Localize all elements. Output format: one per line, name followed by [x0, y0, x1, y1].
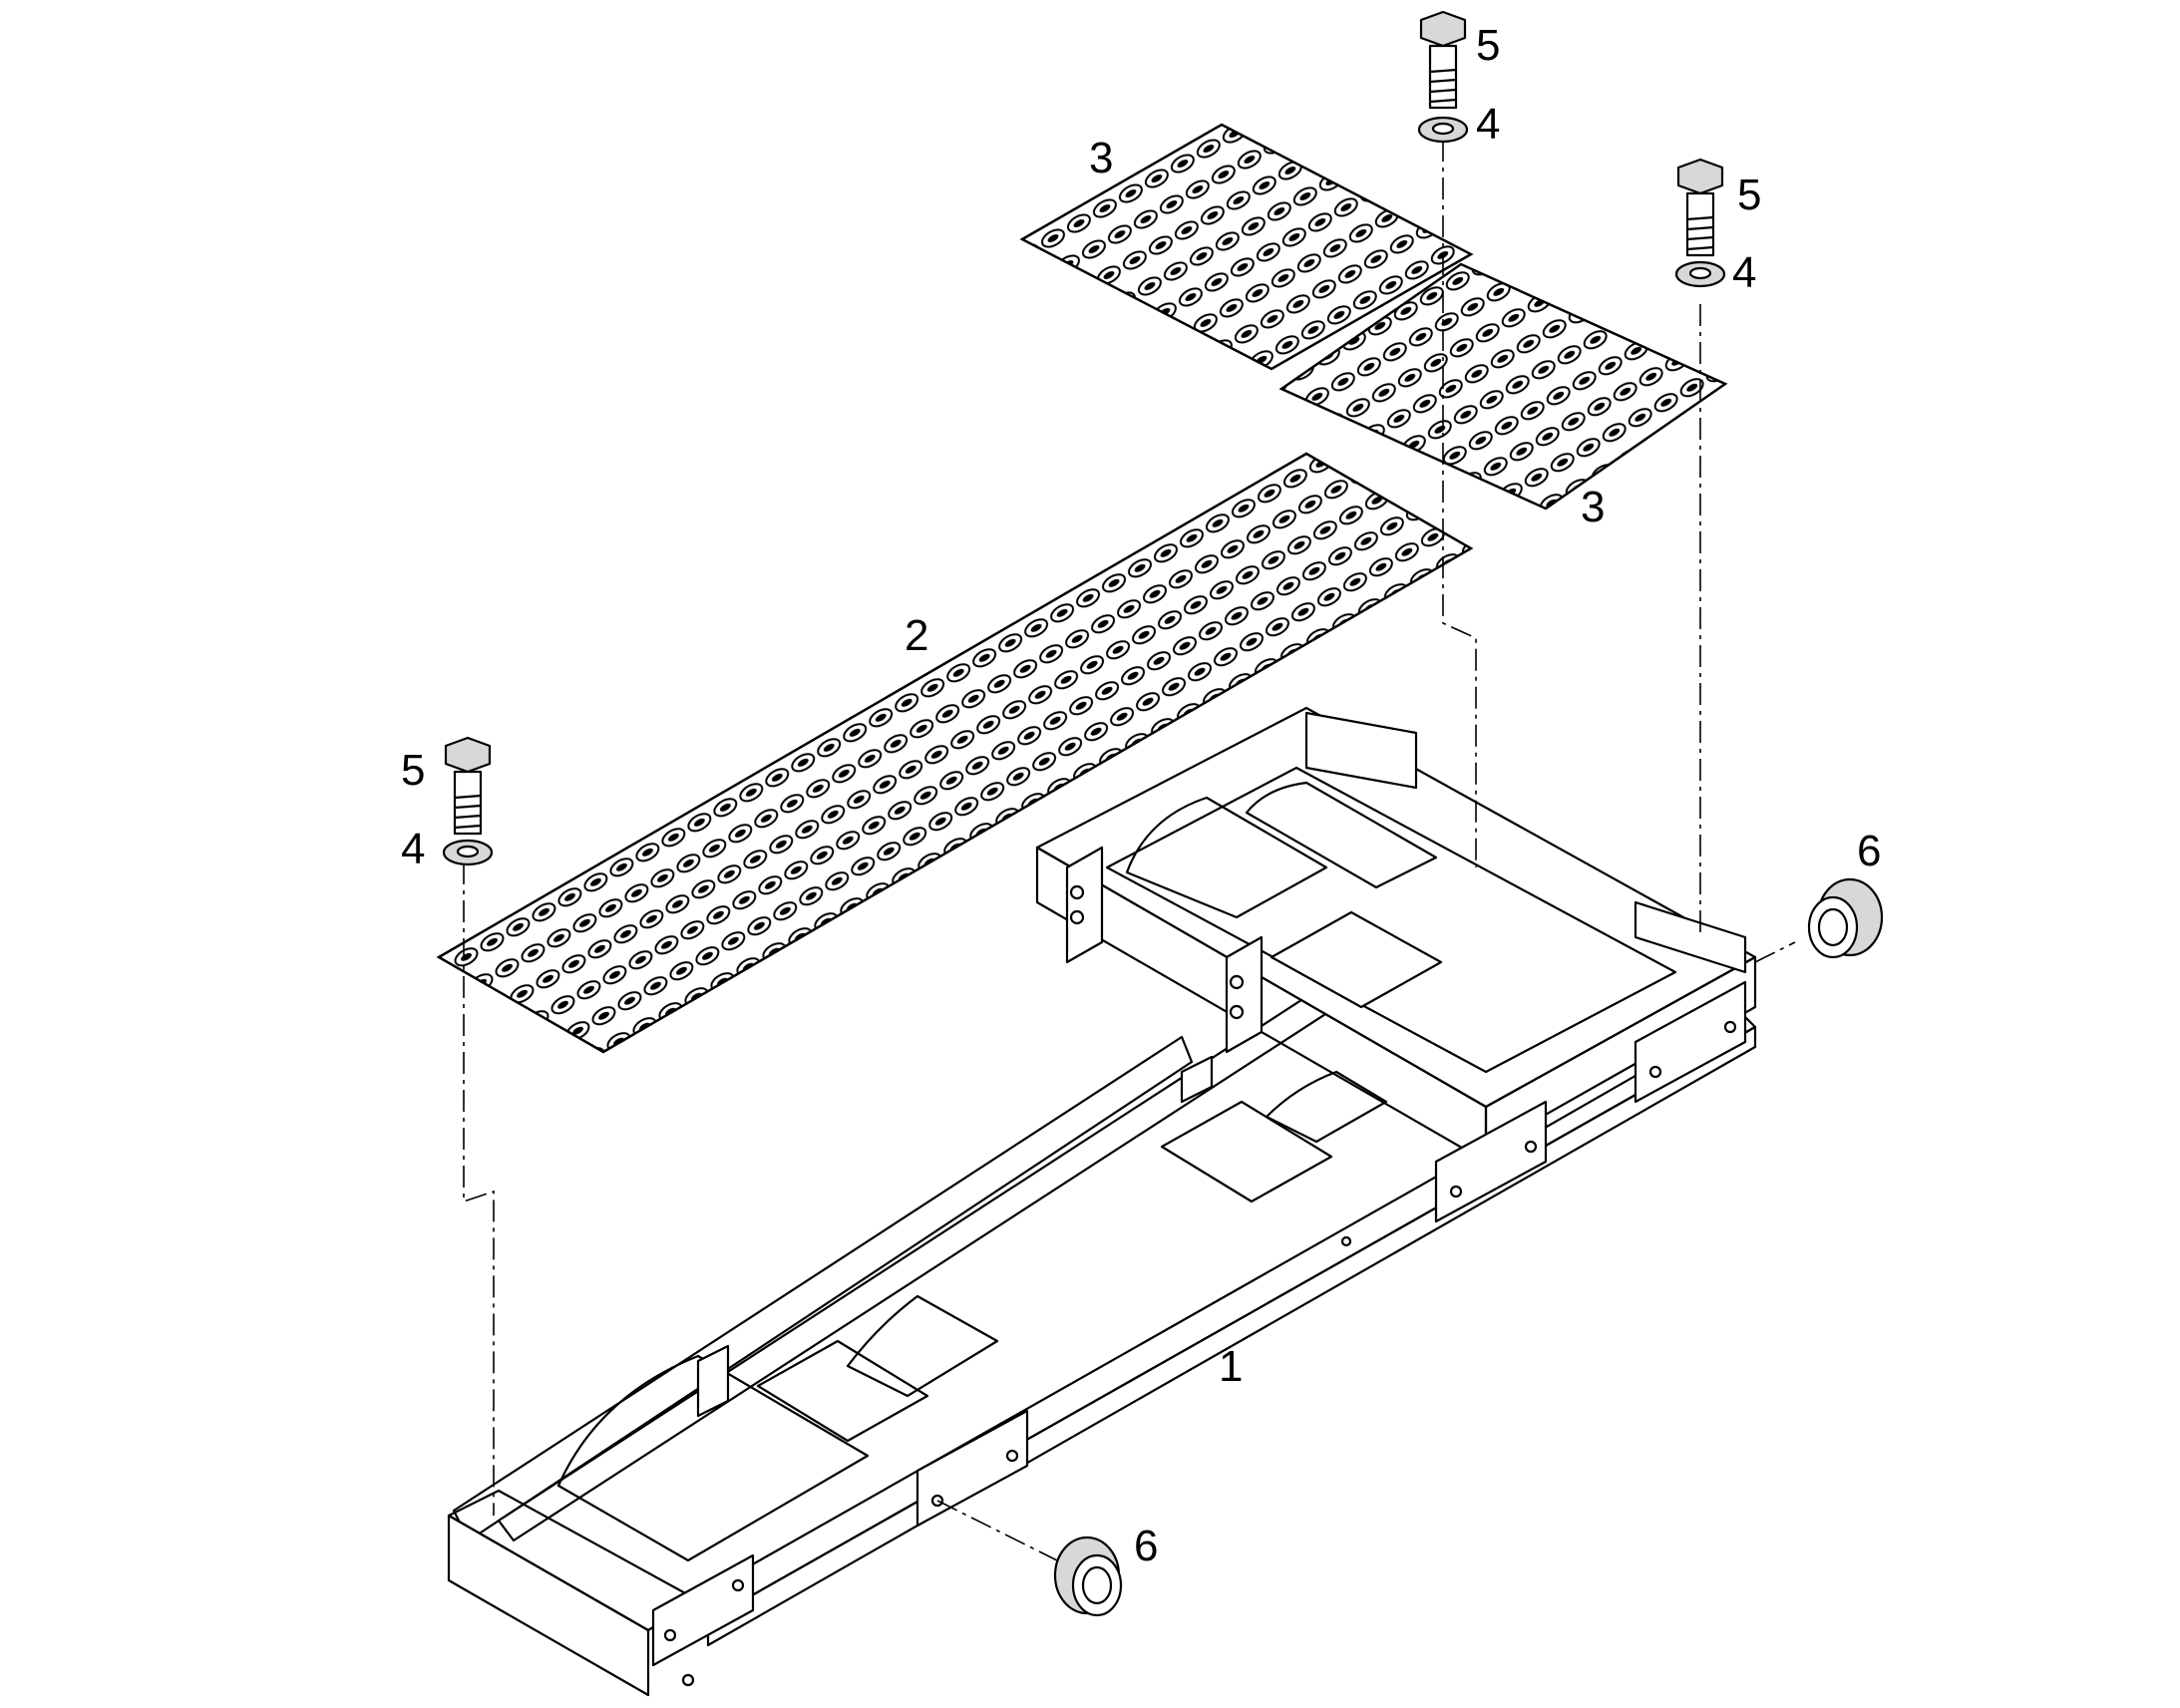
bolt-upper-center — [1419, 10, 1467, 110]
callout-frame: 1 — [1219, 1342, 1243, 1391]
callout-bolt-upper-center: 5 — [1476, 21, 1500, 70]
plug-bottom — [1053, 1536, 1123, 1617]
callout-bolt-upper-right: 5 — [1737, 171, 1761, 219]
callout-plug-right: 6 — [1857, 827, 1881, 875]
washer-upper-right — [1674, 260, 1726, 288]
callout-washer-upper-right: 4 — [1732, 248, 1756, 297]
short-tread-plate-lower — [1278, 262, 1728, 511]
bolt-upper-right — [1676, 158, 1724, 257]
short-tread-plate-upper — [1019, 123, 1474, 371]
callout-washer-upper-center: 4 — [1476, 100, 1500, 149]
callout-short-tread-lower: 3 — [1581, 483, 1605, 531]
callout-washer-left: 4 — [401, 825, 425, 873]
washer-left — [442, 839, 494, 866]
callout-short-tread-upper: 3 — [1089, 134, 1113, 182]
assembly-centerlines — [463, 140, 1796, 1561]
plug-right — [1807, 877, 1884, 959]
frame-weldment — [447, 706, 1757, 1697]
washer-upper-center — [1417, 116, 1469, 144]
callout-long-tread: 2 — [905, 611, 928, 660]
long-tread-plate — [436, 452, 1474, 1054]
callout-plug-bottom: 6 — [1134, 1522, 1158, 1570]
callout-bolt-left: 5 — [401, 746, 425, 795]
bolt-left — [444, 736, 492, 836]
